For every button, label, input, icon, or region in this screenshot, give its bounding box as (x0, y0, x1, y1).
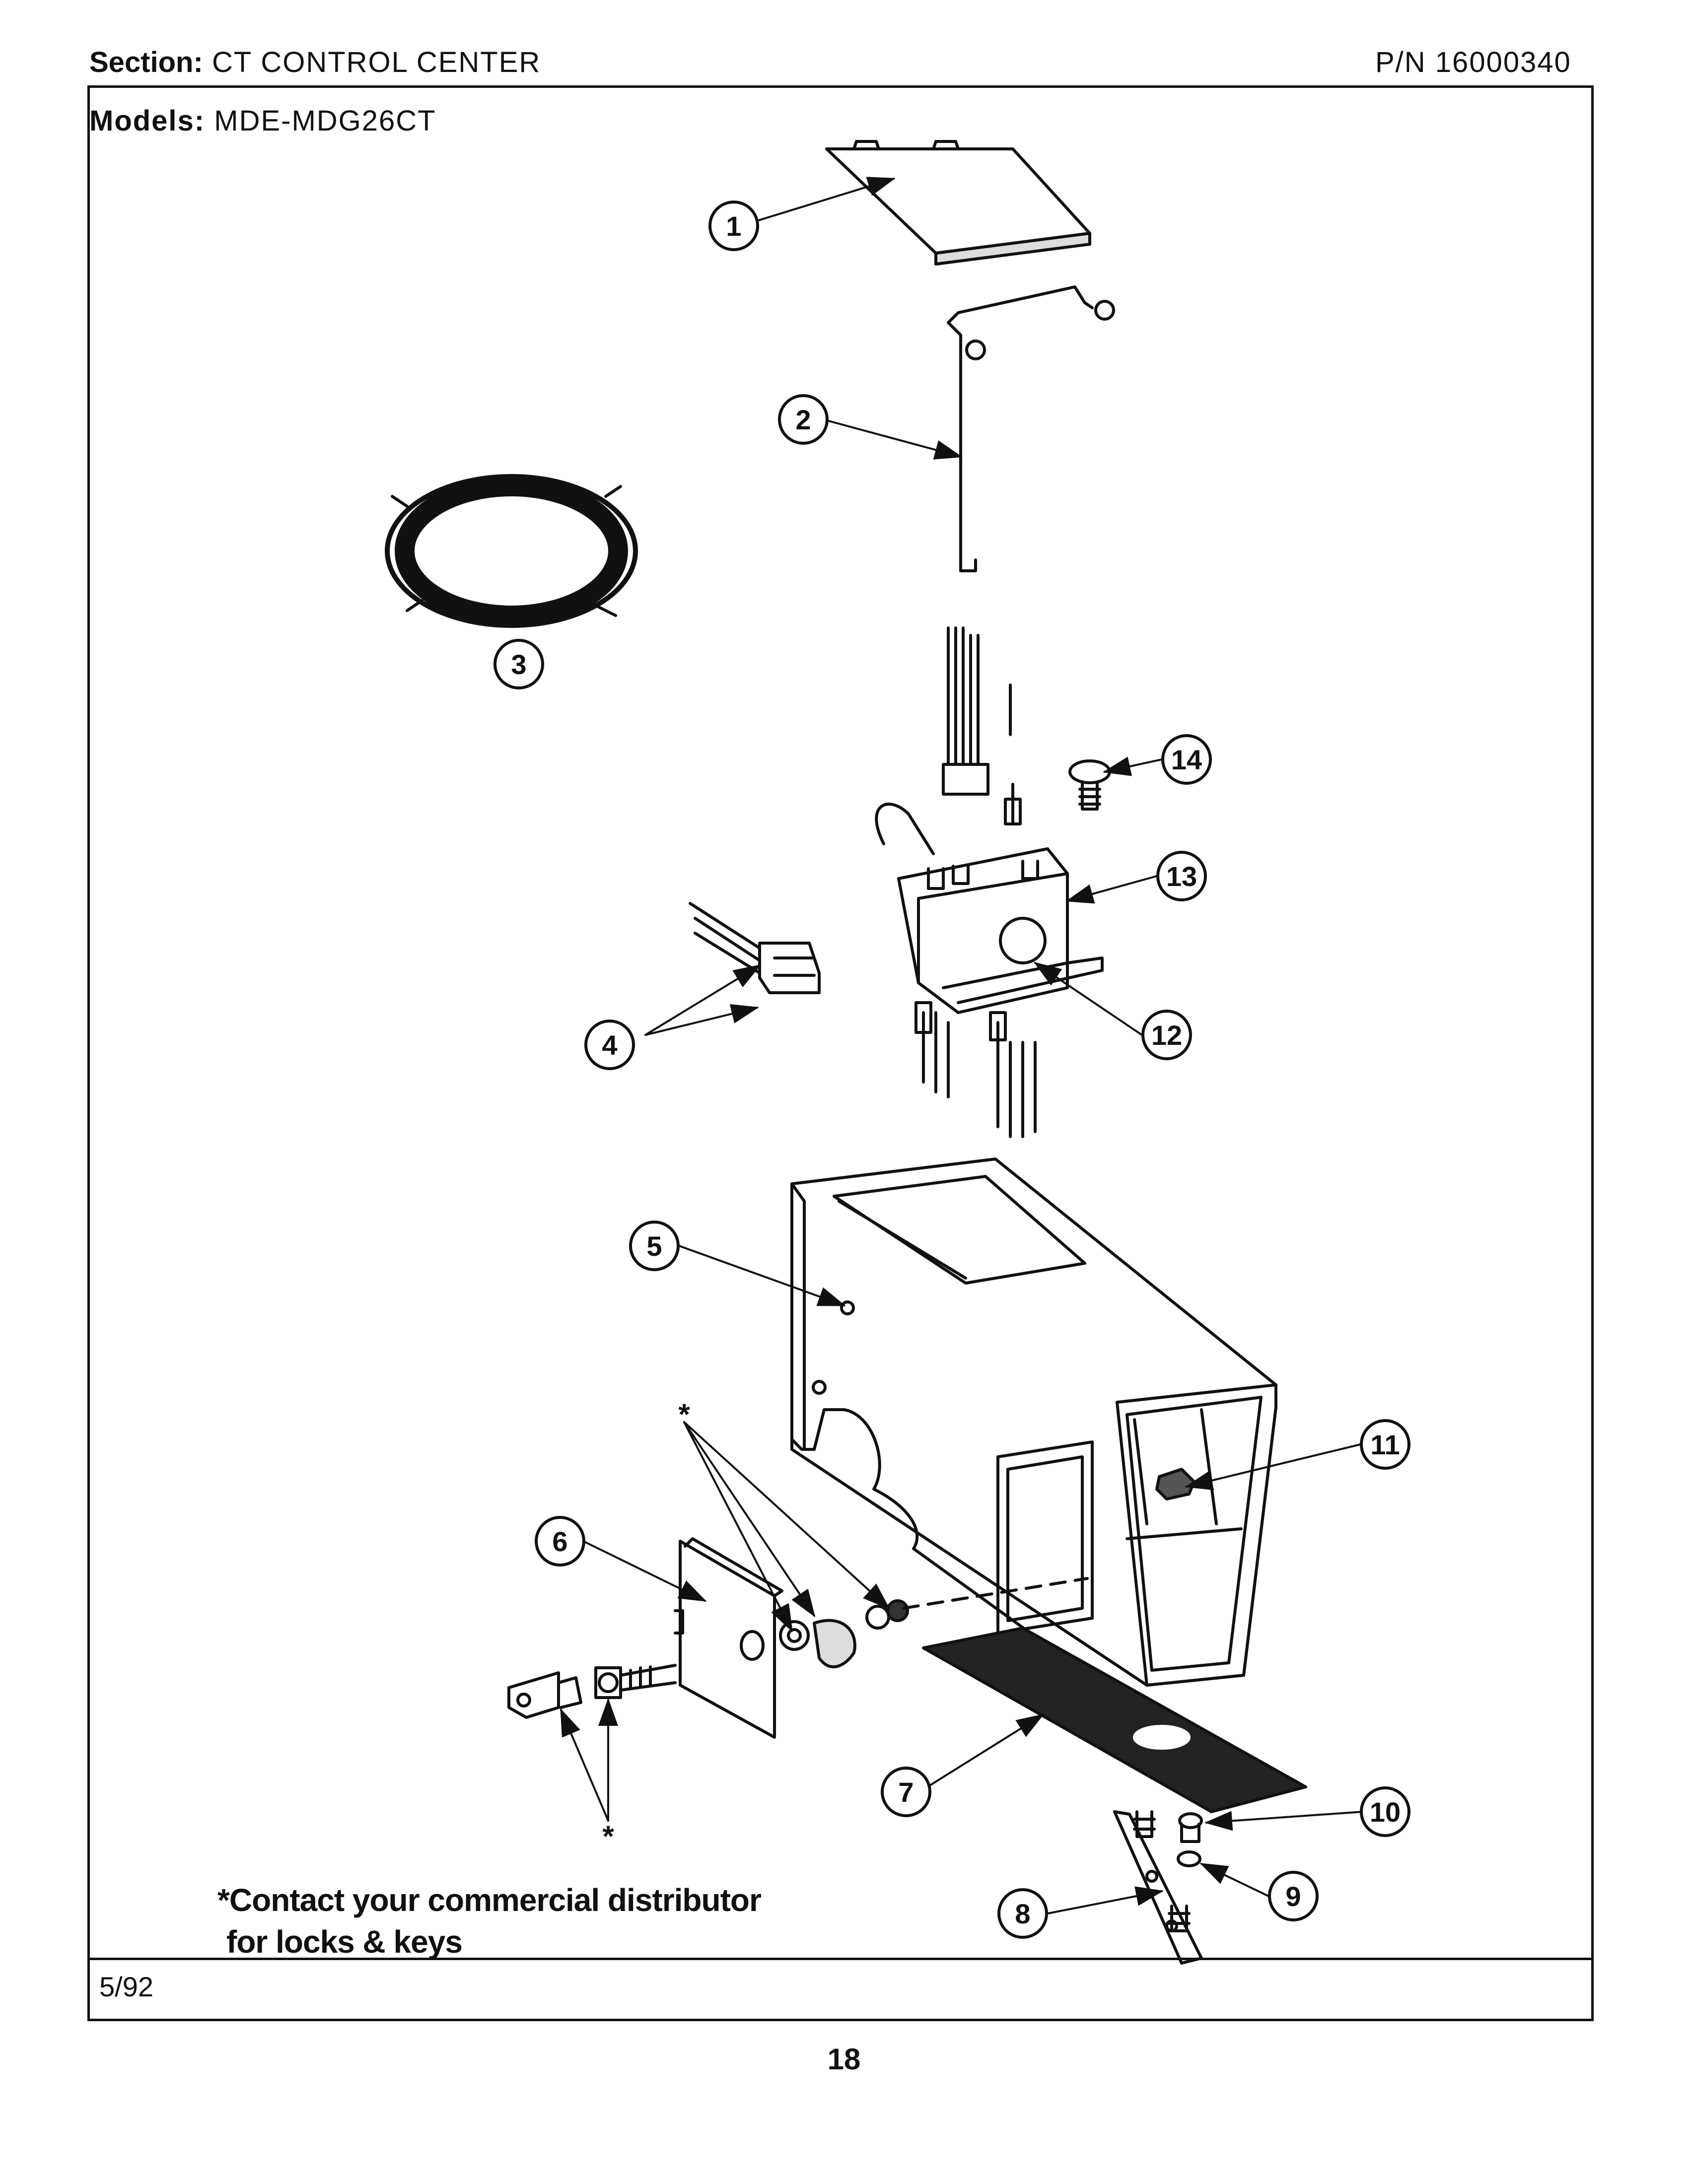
part-cover-plate (825, 140, 1091, 266)
page-number: 18 (827, 2043, 861, 2076)
callout-12: 12 (1151, 1020, 1182, 1051)
callout-1: 1 (726, 210, 741, 242)
part-connector-block (689, 902, 821, 994)
models-value: MDE-MDG26CT (214, 105, 436, 137)
models-label: Models: (89, 105, 206, 137)
wire-leads-lower (914, 1001, 1037, 1138)
leader-lines (560, 177, 1364, 1914)
part-wire-harness-coil (385, 474, 638, 628)
part-number: P/N 16000340 (1375, 46, 1571, 78)
section-title: CT CONTROL CENTER (211, 46, 541, 78)
part-control-module (875, 803, 1104, 1014)
star-marker-top: * (678, 1398, 690, 1431)
callout-6: 6 (552, 1526, 567, 1557)
callout-5: 5 (646, 1230, 662, 1262)
note-line-1: *Contact your commercial distributor (217, 1882, 762, 1918)
callout-3: 3 (511, 649, 526, 680)
callout-4: 4 (602, 1029, 617, 1061)
callout-2: 2 (795, 404, 811, 435)
part-washer-9 (1177, 1850, 1201, 1867)
locks-keys-note: *Contact your commercial distributor for… (217, 1879, 762, 1963)
callout-13: 13 (1166, 861, 1197, 892)
callout-circles (493, 201, 1410, 1939)
footer-box (87, 1958, 1594, 2021)
callout-7: 7 (898, 1776, 914, 1808)
section-label: Section: (89, 46, 203, 78)
part-lock-plate (674, 1537, 783, 1739)
callout-11: 11 (1370, 1429, 1400, 1460)
part-wire-bracket (947, 285, 1115, 572)
part-gasket (922, 1627, 1307, 1813)
revision-date: 5/92 (99, 1971, 153, 2002)
section-header: Section: CT CONTROL CENTER (89, 46, 541, 79)
part-cabinet (790, 1158, 1277, 1687)
wire-leads-upper (942, 626, 1022, 825)
models-line: Models: MDE-MDG26CT (89, 104, 436, 137)
callout-9: 9 (1285, 1881, 1301, 1912)
callout-10: 10 (1370, 1796, 1401, 1828)
callout-8: 8 (1015, 1898, 1030, 1929)
part-screw-10 (1178, 1812, 1203, 1843)
diagram-frame (87, 85, 1594, 2021)
callout-14: 14 (1171, 744, 1202, 775)
part-mounting-bracket (1113, 1810, 1203, 1965)
note-line-2: for locks & keys (226, 1924, 463, 1960)
part-lock-hardware (507, 1577, 1089, 1719)
star-marker-bottom: * (602, 1820, 614, 1853)
part-screw-14 (1068, 759, 1111, 811)
